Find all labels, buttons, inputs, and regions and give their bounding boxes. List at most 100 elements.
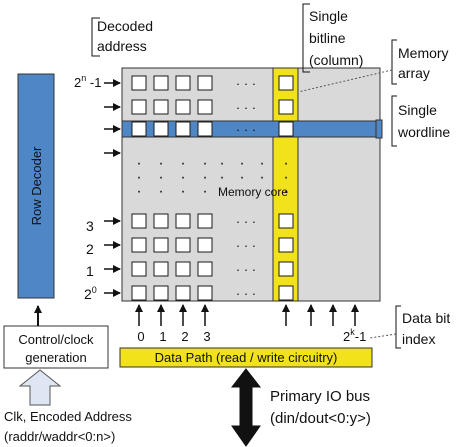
- ellipsis-dots: · · ·· · ·· · ·· · ·· · ·· · ·· · ······…: [136, 76, 288, 301]
- memory-cell: [197, 261, 213, 277]
- memory-cell: [197, 213, 213, 229]
- vertical-ellipsis-dot: ·: [283, 169, 288, 186]
- memory-cell: [278, 237, 294, 253]
- horizontal-ellipsis: · · ·: [236, 100, 256, 115]
- horizontal-ellipsis: · · ·: [236, 76, 256, 91]
- memory-cell: [153, 285, 169, 301]
- column-index-labels: 0 1 2 3 2k-1: [137, 327, 366, 344]
- wordline-tab: [375, 119, 383, 139]
- memory-cell: [197, 285, 213, 301]
- vertical-ellipsis-dot: ·: [259, 169, 264, 186]
- single-bitline-callout: Single bitline (column): [302, 3, 363, 73]
- memory-cell: [153, 99, 169, 115]
- row-index-labels: 2n -1 3 2 1 20: [74, 73, 101, 302]
- vertical-ellipsis-dot: ·: [158, 169, 163, 186]
- vertical-ellipsis-dot: ·: [136, 169, 141, 186]
- row-index-3: 3: [86, 218, 94, 234]
- vertical-ellipsis-dot: ·: [136, 183, 141, 200]
- horizontal-ellipsis: · · ·: [236, 214, 256, 229]
- memory-cell: [278, 75, 294, 91]
- col-index-3: 3: [203, 329, 210, 344]
- row-decoder-block: [17, 73, 55, 299]
- memory-array-line-1: Memory: [398, 45, 449, 61]
- horizontal-ellipsis: · · ·: [236, 238, 256, 253]
- memory-cells: [131, 75, 294, 301]
- vertical-ellipsis-dot: ·: [158, 183, 163, 200]
- vertical-ellipsis-dot: ·: [202, 155, 207, 172]
- memory-cell: [175, 285, 191, 301]
- vertical-ellipsis-dot: ·: [202, 169, 207, 186]
- col-index-1: 1: [159, 329, 166, 344]
- memory-cell: [197, 121, 213, 137]
- clk-address-line-1: Clk, Encoded Address: [4, 409, 132, 424]
- memory-cell: [197, 237, 213, 253]
- horizontal-ellipsis: · · ·: [236, 286, 256, 301]
- single-wordline-callout: Single wordline: [391, 95, 450, 147]
- memory-cell: [175, 121, 191, 137]
- clk-address-line-2: (raddr/waddr<0:n>): [4, 429, 115, 444]
- control-clock-line-2: generation: [25, 350, 86, 365]
- horizontal-ellipsis: · · ·: [236, 262, 256, 277]
- decoded-address-line-2: address: [97, 38, 147, 54]
- single-bitline-line-1: Single: [309, 8, 348, 24]
- primary-io-line-2: (din/dout<0:y>): [270, 410, 371, 427]
- col-index-last: 2k-1: [343, 327, 366, 344]
- col-index-2: 2: [181, 329, 188, 344]
- memory-cell: [278, 121, 294, 137]
- memory-cell: [131, 237, 147, 253]
- decoded-address-callout: Decoded address: [91, 17, 153, 57]
- row-index-1: 1: [86, 263, 94, 279]
- memory-cell: [278, 285, 294, 301]
- memory-cell: [131, 121, 147, 137]
- row-index-bottom: 20: [84, 285, 97, 302]
- decoded-address-line-1: Decoded: [97, 18, 153, 34]
- memory-cell: [278, 213, 294, 229]
- primary-io-line-1: Primary IO bus: [270, 388, 370, 405]
- vertical-ellipsis-dot: ·: [219, 155, 224, 172]
- vertical-ellipsis-dot: ·: [219, 169, 224, 186]
- memory-core-label: Memory core: [218, 185, 288, 199]
- data-bit-index-line-2: index: [402, 331, 435, 347]
- memory-cell: [131, 75, 147, 91]
- data-bit-index-line-1: Data bit: [402, 310, 450, 326]
- single-bitline-line-2: bitline: [309, 30, 346, 46]
- row-index-2: 2: [86, 241, 94, 257]
- memory-cell: [153, 121, 169, 137]
- memory-array-callout: Memory array: [297, 39, 449, 93]
- control-clock-line-1: Control/clock: [18, 332, 94, 347]
- column-arrows: [135, 304, 359, 326]
- vertical-ellipsis-dot: ·: [180, 169, 185, 186]
- memory-cell: [131, 261, 147, 277]
- memory-cell: [153, 261, 169, 277]
- memory-cell: [197, 99, 213, 115]
- vertical-ellipsis-dot: ·: [283, 183, 288, 200]
- horizontal-ellipsis: · · ·: [236, 122, 256, 137]
- memory-cell: [153, 213, 169, 229]
- memory-cell: [197, 75, 213, 91]
- data-path-block: [119, 347, 373, 368]
- row-index-top: 2n -1: [74, 73, 101, 90]
- col-index-0: 0: [137, 329, 144, 344]
- control-clock-block: [3, 325, 109, 369]
- vertical-ellipsis-dot: ·: [158, 155, 163, 172]
- memory-cell: [278, 99, 294, 115]
- vertical-ellipsis-dot: ·: [259, 155, 264, 172]
- memory-cell: [175, 99, 191, 115]
- vertical-ellipsis-dot: ·: [136, 155, 141, 172]
- vertical-ellipsis-dot: ·: [239, 155, 244, 172]
- single-wordline-line-2: wordline: [397, 124, 450, 140]
- memory-cell: [131, 213, 147, 229]
- vertical-ellipsis-dot: ·: [180, 155, 185, 172]
- memory-cell: [153, 75, 169, 91]
- data-path-label: Data Path (read / write circuitry): [155, 350, 338, 365]
- memory-cell: [175, 213, 191, 229]
- data-bit-index-callout: Data bit index: [369, 305, 450, 349]
- memory-cell: [153, 237, 169, 253]
- single-bitline-line-3: (column): [309, 52, 363, 68]
- row-arrows: [104, 79, 121, 297]
- memory-cell: [175, 261, 191, 277]
- vertical-ellipsis-dot: ·: [180, 183, 185, 200]
- memory-cell: [175, 237, 191, 253]
- io-bus-double-arrow: [230, 368, 262, 447]
